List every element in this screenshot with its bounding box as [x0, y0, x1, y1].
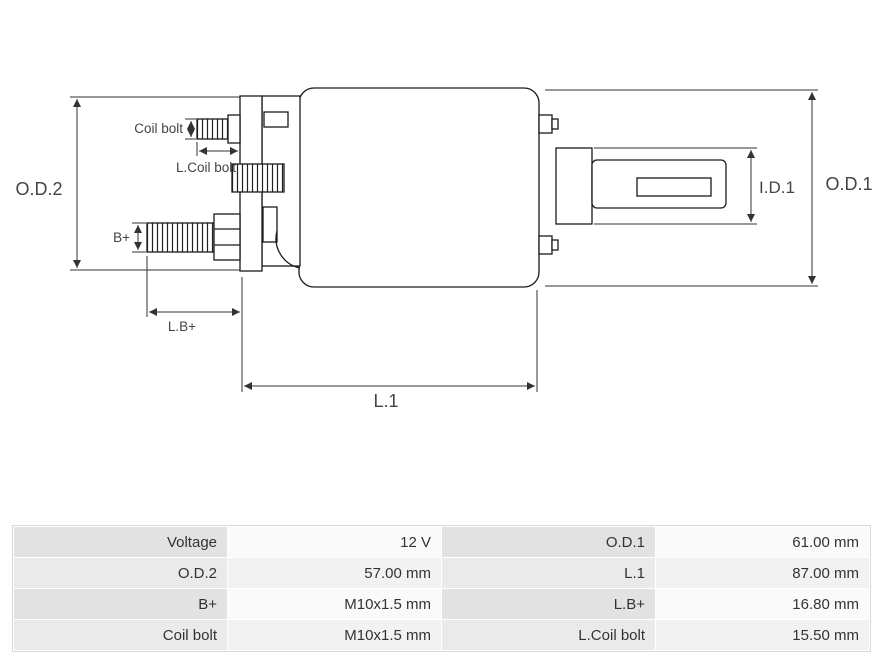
- spec-label-cell: Voltage: [13, 526, 228, 558]
- od2-dimension: [70, 96, 240, 271]
- spec-label-cell: L.Coil bolt: [441, 619, 656, 651]
- coil-bolt-label: Coil bolt: [134, 121, 183, 136]
- table-row: O.D.2 57.00 mm L.1 87.00 mm: [13, 557, 870, 589]
- spec-value-cell: M10x1.5 mm: [227, 619, 442, 651]
- spec-value-cell: 87.00 mm: [655, 557, 870, 589]
- od2-label: O.D.2: [15, 179, 62, 199]
- coil-terminal-thread: [231, 163, 285, 193]
- b-plus-thread: [146, 222, 215, 253]
- spec-value-cell: 57.00 mm: [227, 557, 442, 589]
- bracket-notch: [263, 111, 289, 128]
- b-plus-label: B+: [113, 230, 130, 245]
- plunger-housing: [555, 147, 593, 225]
- id1-label: I.D.1: [759, 178, 795, 197]
- rear-stud-top-tip: [551, 118, 559, 130]
- spec-label-cell: O.D.2: [13, 557, 228, 589]
- rear-stud-bottom-tip: [551, 239, 559, 251]
- od1-dimension: [545, 89, 818, 287]
- l-coil-bolt-label: L.Coil bolt: [176, 160, 236, 175]
- spec-label-cell: L.B+: [441, 588, 656, 620]
- l1-label: L.1: [373, 391, 398, 411]
- plunger-slot: [636, 177, 712, 197]
- lb-plus-label: L.B+: [168, 319, 196, 334]
- solenoid-diagram: O.D.2 O.D.1 I.D.1 L.1 L.B+ B+ Coil bolt …: [15, 87, 873, 411]
- b-plus-nut: [213, 213, 241, 261]
- coil-bolt-head: [227, 114, 241, 144]
- spec-value-cell: M10x1.5 mm: [227, 588, 442, 620]
- lb-plus-dimension: [146, 256, 240, 317]
- table-row: Coil bolt M10x1.5 mm L.Coil bolt 15.50 m…: [13, 619, 870, 651]
- coil-bolt-dimension: [185, 118, 196, 140]
- l-coil-bolt-dimension: [196, 142, 238, 156]
- solenoid-diagram-area: O.D.2 O.D.1 I.D.1 L.1 L.B+ B+ Coil bolt …: [15, 87, 873, 411]
- spec-value-cell: 15.50 mm: [655, 619, 870, 651]
- b-plus-dimension: [132, 222, 146, 253]
- spec-value-cell: 61.00 mm: [655, 526, 870, 558]
- bracket-curve: [275, 230, 301, 269]
- od1-label: O.D.1: [825, 174, 872, 194]
- rear-stud-top: [538, 114, 553, 134]
- l1-dimension: [241, 277, 538, 392]
- table-row: Voltage 12 V O.D.1 61.00 mm: [13, 526, 870, 558]
- rear-stud-bottom: [538, 235, 553, 255]
- solenoid-body: [298, 87, 540, 288]
- spec-value-cell: 16.80 mm: [655, 588, 870, 620]
- spec-value-cell: 12 V: [227, 526, 442, 558]
- spec-table: Voltage 12 V O.D.1 61.00 mm O.D.2 57.00 …: [13, 526, 870, 651]
- solenoid-outline: [146, 87, 727, 288]
- id1-dimension: [594, 147, 757, 225]
- spec-label-cell: B+: [13, 588, 228, 620]
- table-row: B+ M10x1.5 mm L.B+ 16.80 mm: [13, 588, 870, 620]
- coil-bolt-thread: [196, 118, 229, 140]
- spec-label-cell: Coil bolt: [13, 619, 228, 651]
- spec-label-cell: L.1: [441, 557, 656, 589]
- spec-table-container: Voltage 12 V O.D.1 61.00 mm O.D.2 57.00 …: [12, 525, 871, 652]
- spec-label-cell: O.D.1: [441, 526, 656, 558]
- contact-boss: [262, 206, 278, 243]
- dimension-lines: [70, 89, 818, 392]
